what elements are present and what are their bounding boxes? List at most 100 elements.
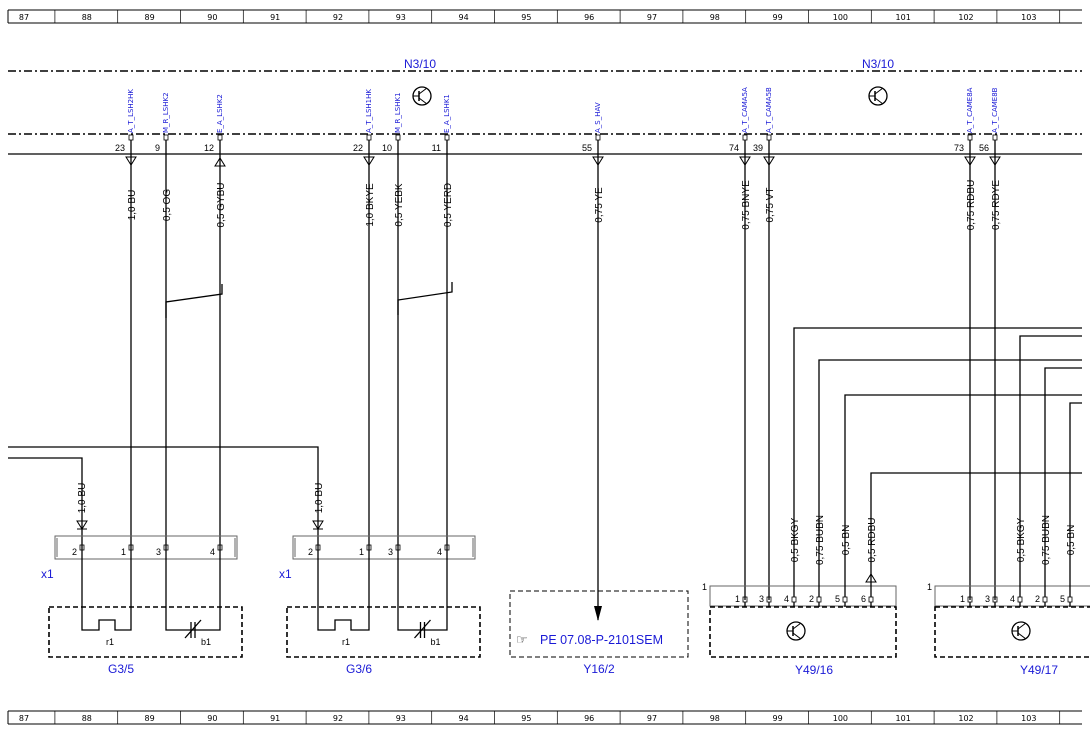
valve-number: 1 <box>702 582 707 592</box>
wire-label: 0,75 BUBN <box>1041 515 1052 565</box>
wire-label: 1,0 BKYE <box>365 183 376 227</box>
module-pin-number: 56 <box>979 143 989 153</box>
connector-pin-number: 1 <box>121 547 126 557</box>
signal-name: A_T_LSH2HK <box>127 89 135 133</box>
grid-column-label: 95 <box>521 13 531 22</box>
connector-pin-number: 2 <box>72 547 77 557</box>
grid-column-label: 100 <box>833 714 848 723</box>
grid-column-label: 94 <box>459 714 469 723</box>
grid-column-label: 97 <box>647 714 657 723</box>
wire-label: 0,75 VT <box>765 187 776 222</box>
grid-column-label: 89 <box>145 13 155 22</box>
signal-name: A_T_CAME8A <box>966 87 974 133</box>
hand-pointer-icon: ☞ <box>516 632 528 647</box>
grid-column-label: 91 <box>270 714 280 723</box>
grid-column-label: 88 <box>82 13 92 22</box>
valve-pin-number: 2 <box>1035 594 1040 604</box>
wire-label: 1,0 BU <box>127 190 138 221</box>
valve-pin-number: 3 <box>759 594 764 604</box>
grid-column-label: 96 <box>584 714 594 723</box>
valve-pin-number: 4 <box>784 594 789 604</box>
signal-name: M_R_LSHK2 <box>162 92 170 133</box>
signal-name: A_T_LSH1HK <box>365 89 373 133</box>
part-r1: r1 <box>106 637 114 647</box>
module-label-1: N3/10 <box>404 57 436 71</box>
module-wire: M_R_LSHK2 9 0,5 OG <box>155 92 173 550</box>
wire-label: 1,0 BU <box>314 483 325 514</box>
grid-column-label: 87 <box>19 714 29 723</box>
valve-pin-number: 4 <box>1010 594 1015 604</box>
valve-pin-number: 1 <box>960 594 965 604</box>
wire-label: 0,75 RDBU <box>966 180 977 231</box>
module-wire: A_T_CAMA5B 39 0,75 VT <box>753 87 776 600</box>
connector-label: x1 <box>279 567 292 581</box>
component-label: Y49/17 <box>1020 663 1058 677</box>
component-label-Y16-2: Y16/2 <box>583 662 615 676</box>
signal-name: E_A_LSHK1 <box>443 94 451 133</box>
grid-column-label: 93 <box>396 13 406 22</box>
signal-name: A_S_HAV <box>594 102 602 133</box>
wire-label: 0,5 BKGY <box>790 517 801 562</box>
transistor-icon <box>412 86 432 106</box>
grid-column-label: 89 <box>145 714 155 723</box>
wire-label: 0,75 BNYE <box>741 180 752 230</box>
component-box <box>286 606 481 658</box>
grid-column-label: 101 <box>896 714 911 723</box>
valve-pin-number: 5 <box>835 594 840 604</box>
shield-bracket <box>165 284 223 318</box>
wire-label: 0,5 YERD <box>443 183 454 227</box>
module-pin-number: 9 <box>155 143 160 153</box>
grid-column-label: 90 <box>207 714 217 723</box>
connector-pin-number: 2 <box>308 547 313 557</box>
wire-label: 0,5 BN <box>1066 525 1077 556</box>
wire-label: 0,5 BN <box>841 525 852 556</box>
grid-column-label: 97 <box>647 13 657 22</box>
module-pin-number: 39 <box>753 143 763 153</box>
component-Y16-2 <box>509 590 689 658</box>
transistor-icon <box>1011 621 1031 641</box>
part-b1: b1 <box>431 637 441 647</box>
connector-pin-number: 3 <box>388 547 393 557</box>
valve-Y49/16: 1 1 3 4 2 5 6 0,5 BKGY 0,75 BUBN 0,5 BN 0,5 RDBU Y4… <box>702 327 1082 677</box>
signal-name: E_A_LSHK2 <box>216 94 224 133</box>
grid-column-label: 92 <box>333 13 343 22</box>
wire-label: 0,5 OG <box>162 189 173 221</box>
component-box <box>48 606 243 658</box>
component-box <box>934 606 1090 658</box>
component-label: G3/6 <box>346 662 372 676</box>
wire-label: 0,5 RDBU <box>867 517 878 562</box>
connector-pin-number: 4 <box>437 547 442 557</box>
module-pin-number: 73 <box>954 143 964 153</box>
valve-pin-number: 5 <box>1060 594 1065 604</box>
module-pin-number: 23 <box>115 143 125 153</box>
signal-name: A_T_CAMA5B <box>765 87 773 133</box>
wire-label: 0,75 RDYE <box>991 180 1002 230</box>
module-wire: A_T_LSH2HK 23 1,0 BU <box>115 89 138 550</box>
grid-column-label: 102 <box>958 714 973 723</box>
connector-pin-number: 3 <box>156 547 161 557</box>
component-label: Y49/16 <box>795 663 833 677</box>
grid-column-label: 96 <box>584 13 594 22</box>
grid-column-label: 102 <box>958 13 973 22</box>
reference-link[interactable]: PE 07.08-P-2101SEM <box>540 633 663 647</box>
valve-pin-number: 1 <box>735 594 740 604</box>
grid-column-label: 88 <box>82 714 92 723</box>
module-wire: A_T_CAME8B 56 0,75 RDYE <box>979 87 1002 600</box>
valve-pin-number: 6 <box>861 594 866 604</box>
valve-number: 1 <box>927 582 932 592</box>
grid-column-label: 99 <box>773 13 783 22</box>
component-box <box>709 606 897 658</box>
wire-label: 1,0 BU <box>77 483 88 514</box>
grid-column-label: 103 <box>1021 13 1036 22</box>
signal-name: A_T_CAME8B <box>991 87 999 133</box>
grid-column-label: 94 <box>459 13 469 22</box>
signal-name: A_T_CAMA5A <box>741 87 749 133</box>
